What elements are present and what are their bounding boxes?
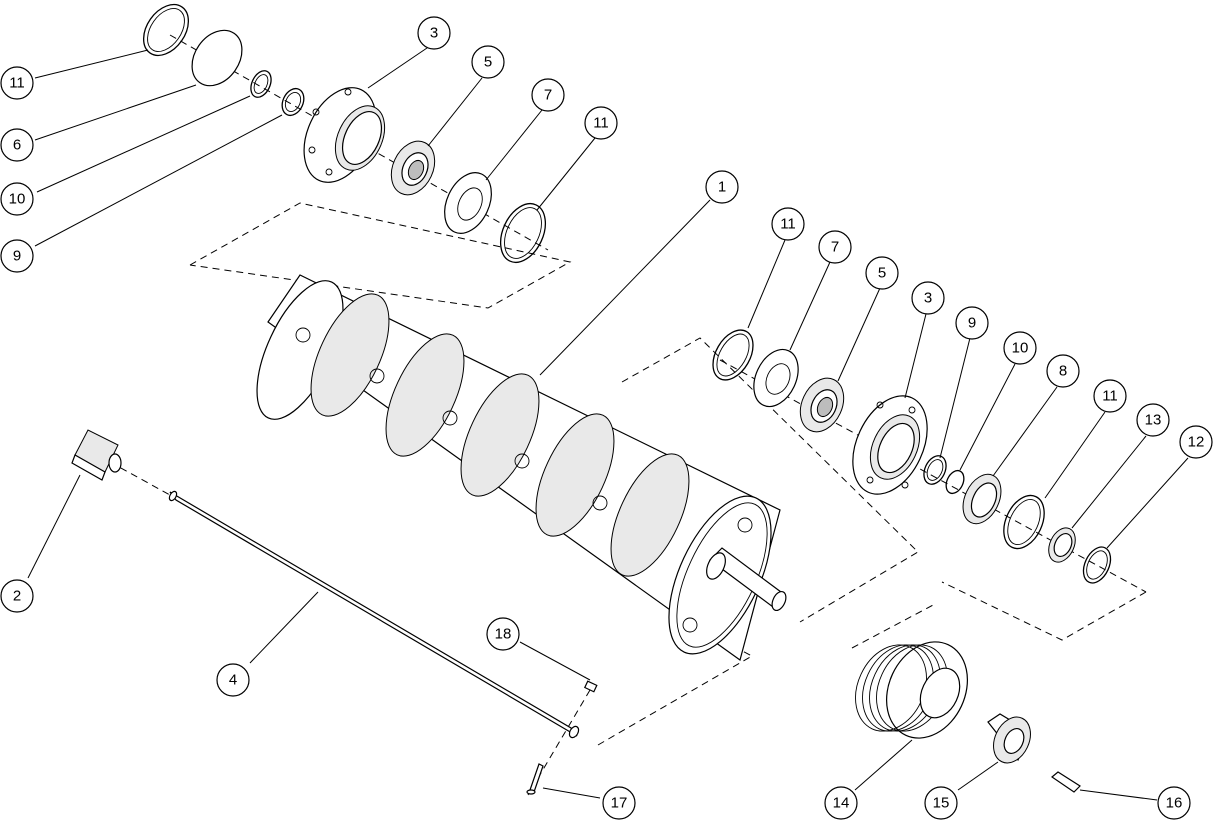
part-17-pin (526, 763, 544, 795)
part-10-ring-top (250, 70, 272, 98)
part-11-retaining-ring-right (712, 329, 754, 381)
svg-text:12: 12 (1188, 434, 1205, 451)
svg-text:10: 10 (9, 191, 26, 208)
svg-text:11: 11 (9, 75, 25, 92)
balloon-8: 8 (1046, 354, 1080, 388)
svg-text:7: 7 (544, 87, 552, 104)
svg-text:14: 14 (833, 795, 850, 812)
svg-text:15: 15 (933, 795, 950, 812)
part-15-hub (987, 713, 1031, 764)
part-1-rotor-drum (256, 274, 787, 661)
svg-text:4: 4 (229, 672, 237, 689)
balloon-10: 10 (1003, 331, 1037, 365)
balloon-15: 15 (924, 786, 958, 820)
balloon-1: 1 (705, 170, 739, 204)
balloon-16: 16 (1157, 786, 1191, 820)
svg-text:17: 17 (611, 795, 628, 812)
balloon-9: 9 (0, 239, 34, 273)
svg-text:13: 13 (1145, 412, 1162, 429)
svg-text:11: 11 (780, 216, 796, 233)
svg-text:10: 10 (1012, 340, 1029, 357)
balloon-13: 13 (1136, 403, 1170, 437)
part-8-seal (962, 473, 1002, 525)
svg-text:11: 11 (1102, 388, 1118, 405)
balloon-12: 12 (1179, 425, 1213, 459)
part-3-bearing-housing-right (852, 395, 928, 495)
balloon-11: 11 (1093, 379, 1127, 413)
svg-text:8: 8 (1059, 363, 1067, 380)
svg-text:18: 18 (495, 626, 512, 643)
svg-text:6: 6 (13, 137, 21, 154)
balloon-3: 3 (417, 16, 451, 50)
part-5-bearing-top (390, 140, 436, 196)
part-9-ring-right (923, 455, 947, 485)
svg-text:5: 5 (484, 54, 492, 71)
rotor-shaft-end (706, 547, 787, 612)
balloon-6: 6 (0, 128, 34, 162)
part-7-washer-right (753, 348, 799, 408)
balloon-3: 3 (911, 281, 945, 315)
svg-text:5: 5 (878, 265, 886, 282)
balloon-9: 9 (955, 306, 989, 340)
part-18-set-screw (583, 680, 598, 693)
balloon-14: 14 (824, 786, 858, 820)
part-7-washer-top (444, 172, 492, 234)
part-12-snap-ring (1082, 546, 1112, 584)
leader-lines (27, 47, 1189, 801)
balloon-2: 2 (0, 579, 34, 613)
part-16-key (1051, 771, 1081, 793)
part-5-bearing-right (799, 377, 845, 433)
balloon-10: 10 (0, 182, 34, 216)
svg-text:9: 9 (968, 315, 976, 332)
svg-text:11: 11 (593, 115, 609, 132)
part-9-ring-top (281, 87, 305, 117)
balloon-18: 18 (486, 617, 520, 651)
svg-text:3: 3 (924, 290, 932, 307)
balloon-4: 4 (216, 663, 250, 697)
part-11-retaining-ring-top (142, 3, 190, 57)
balloon-5: 5 (471, 45, 505, 79)
svg-text:7: 7 (831, 239, 839, 256)
part-11-retaining-ring-top-2 (499, 203, 547, 263)
svg-text:1: 1 (718, 179, 726, 196)
balloon-7: 7 (531, 78, 565, 112)
part-10-ring-right (945, 469, 965, 495)
balloon-5: 5 (865, 256, 899, 290)
part-3-bearing-housing-top (303, 87, 386, 183)
svg-text:3: 3 (430, 25, 438, 42)
svg-text:2: 2 (13, 588, 21, 605)
balloon-11: 11 (771, 207, 805, 241)
balloon-11: 11 (0, 66, 34, 100)
part-13-spacer (1048, 527, 1076, 563)
balloon-17: 17 (602, 786, 636, 820)
part-11-retaining-ring-right-2 (1003, 494, 1045, 550)
balloon-11: 11 (584, 106, 618, 140)
svg-text:16: 16 (1166, 795, 1183, 812)
part-6-cover-disc (191, 29, 243, 87)
part-4-rod (168, 490, 580, 739)
svg-text:9: 9 (13, 248, 21, 265)
part-2-mount-block (71, 429, 122, 481)
balloon-7: 7 (818, 230, 852, 264)
part-14-pulley (855, 641, 969, 739)
